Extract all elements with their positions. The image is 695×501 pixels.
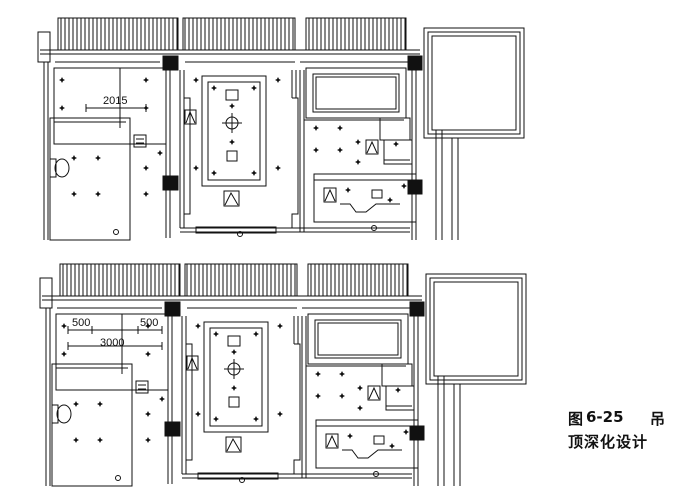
ceiling-plan-2: 500 500 3000 [40,264,526,486]
dimension-label: 500 [140,317,158,329]
ceiling-plan-1: 2015 [38,18,524,240]
figure-caption-title-cont: 顶深化设计 [568,433,649,451]
figure-caption-prefix: 图 [568,410,584,428]
dimension-label: 500 [72,317,90,329]
dimension-label: 2015 [103,95,127,107]
figure-caption-title: 吊 [650,410,666,428]
dimension-label: 3000 [100,337,124,349]
figure-caption-number: 6-25 [586,408,624,426]
